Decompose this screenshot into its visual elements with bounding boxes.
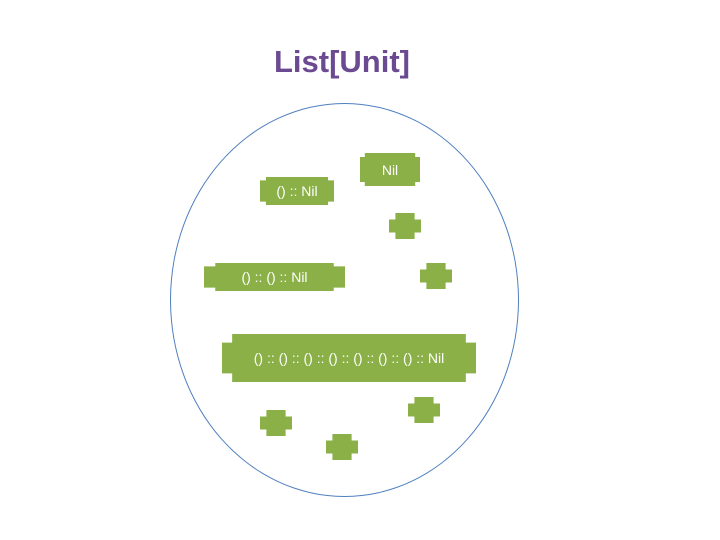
- element-unit-nil: () :: Nil: [260, 177, 334, 205]
- diagram-title: List[Unit]: [273, 44, 411, 79]
- element-unit-unit-nil: () :: () :: Nil: [204, 263, 345, 291]
- set-ellipse: [170, 103, 519, 497]
- element-nil: Nil: [360, 153, 420, 186]
- element-long-list: () :: () :: () :: () :: () :: () :: () :…: [222, 334, 476, 382]
